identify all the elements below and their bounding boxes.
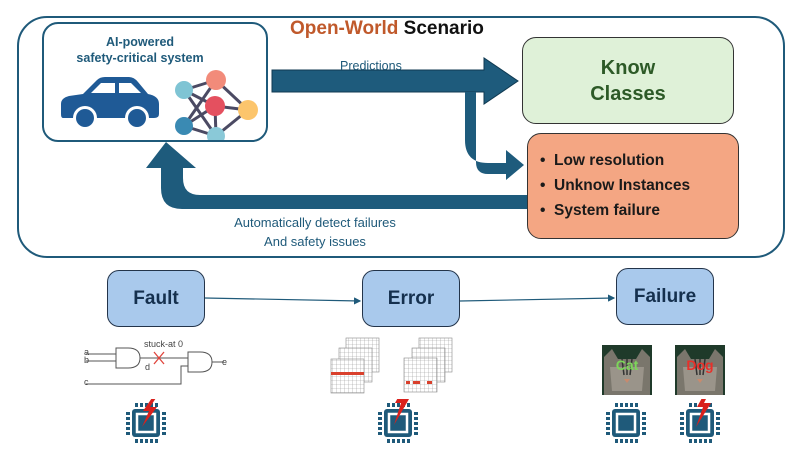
error-to-failure-connector <box>459 294 616 302</box>
cat-prediction-label: Cat <box>615 357 639 373</box>
lightning-bolt-icon <box>142 399 157 427</box>
known-classes-line2: Classes <box>590 82 666 105</box>
dog-prediction-label: Dog <box>686 357 714 373</box>
feature-maps-icon <box>330 337 453 394</box>
cat-image-misclassified: Dog <box>675 345 725 395</box>
cat-photo <box>675 345 725 395</box>
known-classes-label: Know Classes <box>568 55 688 107</box>
failure-cases-list: •Low resolution •Unknow Instances •Syste… <box>528 134 738 223</box>
feedback-label-line2: And safety issues <box>264 234 366 249</box>
circuit-input-b: b <box>84 355 90 365</box>
circuit-input-c: c <box>84 377 89 387</box>
branch-arrow <box>465 92 524 180</box>
ai-system-title-line2: safety-critical system <box>76 51 204 65</box>
failure-case-text: Unknow Instances <box>554 177 691 194</box>
circuit-input-a: a <box>84 347 90 357</box>
stage-failure: Failure <box>616 268 714 325</box>
neural-network-icon <box>175 70 258 140</box>
chain-connectors <box>204 294 616 305</box>
stuck-at-circuit-diagram <box>86 347 224 385</box>
predictions-arrow <box>271 57 519 105</box>
failure-cases-box: •Low resolution •Unknow Instances •Syste… <box>527 133 739 239</box>
feedback-label: Automatically detect failures And safety… <box>190 213 440 251</box>
feature-map-stack-row-error <box>330 337 380 394</box>
feedback-arrow <box>146 142 527 209</box>
stage-fault: Fault <box>107 270 205 327</box>
lightning-bolt-icon <box>696 399 711 427</box>
failure-case-item: •Unknow Instances <box>540 177 691 194</box>
title-open-world: Open-World <box>290 18 399 39</box>
feedback-label-line1: Automatically detect failures <box>234 215 396 230</box>
chip-icon-faulty <box>378 399 418 443</box>
cat-image-correct: Cat <box>602 345 652 395</box>
flow-arrows <box>146 57 527 209</box>
stage-error: Error <box>362 270 460 327</box>
ai-system-title: AI-powered safety-critical system <box>42 34 238 66</box>
chip-icon-faulty <box>126 399 166 443</box>
failure-case-item: •Low resolution <box>540 152 665 169</box>
failure-case-text: System failure <box>554 202 660 219</box>
circuit-node-d: d <box>145 362 151 372</box>
title-scenario: Scenario <box>403 18 484 39</box>
known-classes-box: Know Classes <box>522 37 734 124</box>
car-icon <box>61 77 159 130</box>
stuck-at-annotation: stuck-at 0 <box>144 339 184 349</box>
circuit-output-e: e <box>222 357 228 367</box>
cat-photo <box>602 345 652 395</box>
failure-case-text: Low resolution <box>554 152 665 169</box>
scenario-title: Open-World Scenario <box>290 18 484 40</box>
ai-system-title-line1: AI-powered <box>105 35 175 49</box>
fault-to-error-connector <box>204 297 362 305</box>
known-classes-line1: Know <box>600 56 656 79</box>
feature-map-stack-scattered-error <box>403 337 453 393</box>
predictions-label: Predictions <box>340 59 402 73</box>
lightning-bolt-icon <box>394 399 409 425</box>
chip-icon-healthy <box>606 403 646 443</box>
open-world-scenario-frame <box>17 16 785 258</box>
failure-case-item: •System failure <box>540 202 660 219</box>
chip-icon-faulty <box>680 399 720 443</box>
